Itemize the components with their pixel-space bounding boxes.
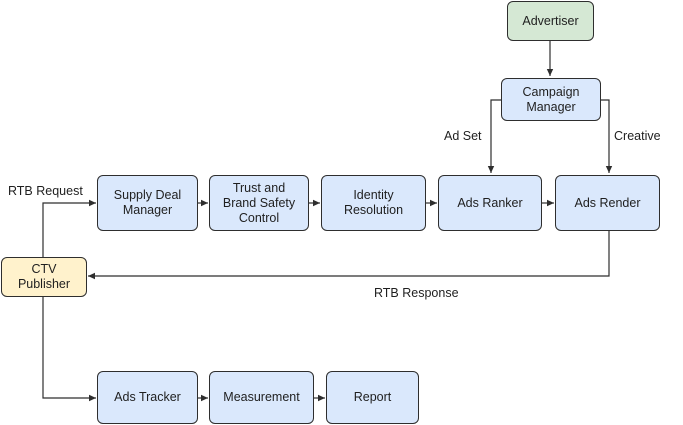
ads-tracker-node: Ads Tracker: [97, 371, 198, 424]
advertiser-node: Advertiser: [507, 1, 594, 41]
ad-set-label: Ad Set: [444, 129, 482, 143]
ctv-publisher-node: CTV Publisher: [1, 257, 87, 297]
rtb-response-label: RTB Response: [374, 286, 459, 300]
edge-publisher-to-supply-deal-manager: [42, 199, 96, 257]
ads-render-node: Ads Render: [555, 175, 660, 231]
edge-campaign-manager-to-ads-ranker: [487, 99, 502, 173]
creative-label: Creative: [614, 129, 661, 143]
edge-publisher-to-ads-tracker: [42, 297, 96, 402]
campaign-manager-node: Campaign Manager: [501, 78, 601, 121]
identity-resolution-node: Identity Resolution: [321, 175, 426, 231]
measurement-node: Measurement: [209, 371, 314, 424]
report-node: Report: [326, 371, 419, 424]
supply-deal-manager-node: Supply Deal Manager: [97, 175, 198, 231]
ads-ranker-node: Ads Ranker: [438, 175, 542, 231]
rtb-request-label: RTB Request: [8, 184, 83, 198]
trust-brand-safety-node: Trust and Brand Safety Control: [209, 175, 309, 231]
edge-render-to-publisher: [88, 231, 610, 280]
edge-campaign-manager-to-ads-render: [600, 99, 613, 173]
